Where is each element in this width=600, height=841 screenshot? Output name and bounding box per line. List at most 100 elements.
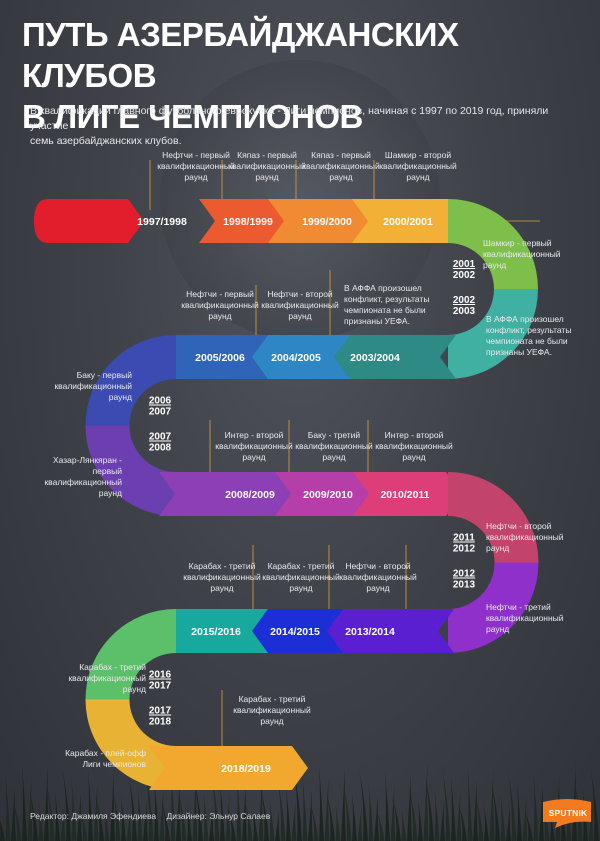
- title-line-1: ПУТЬ АЗЕРБАЙДЖАНСКИХ КЛУБОВ: [22, 16, 459, 94]
- note-line: раунд: [288, 311, 312, 321]
- grass-blade: [533, 772, 539, 841]
- sputnik-logo-text: SPUTNIK: [548, 808, 588, 818]
- grass-blade: [392, 797, 401, 841]
- grass-blade: [418, 799, 423, 841]
- note-line: Баку - третий: [307, 430, 361, 440]
- note-line: квалификационный: [261, 300, 339, 310]
- season-label-7: 2004/2005: [271, 352, 321, 364]
- grass-blade: [187, 803, 192, 841]
- grass-blade: [423, 762, 429, 841]
- season-arrow-3: [352, 199, 464, 243]
- season-arrow-8: [160, 335, 268, 379]
- season-arrow-13: [353, 472, 462, 516]
- grass-blade: [161, 801, 170, 841]
- grass-blade: [194, 779, 203, 841]
- grass-blade: [590, 765, 599, 841]
- season-arrow-0: [34, 199, 144, 243]
- grass-blade: [260, 785, 269, 841]
- note-line: раунд: [208, 311, 232, 321]
- season-label-0: 1997/1998: [137, 216, 187, 228]
- grass-blade: [324, 778, 330, 841]
- grass-blade: [154, 775, 159, 841]
- grass-blade: [456, 790, 462, 841]
- grass-blade: [390, 784, 396, 841]
- grass-blade: [507, 770, 517, 841]
- grass-blade: [308, 789, 313, 841]
- note-line: раунд: [210, 583, 234, 593]
- grass-blade: [253, 809, 258, 841]
- note-line: Нефтчи - второй: [345, 561, 411, 571]
- note-line: раунд: [242, 452, 266, 462]
- season-arrow-1: [199, 199, 298, 243]
- note-line: Кяпаз - первый: [311, 150, 371, 160]
- note-line: Кяпаз - первый: [237, 150, 297, 160]
- grass-blade: [293, 763, 302, 841]
- grass-blade: [286, 787, 291, 841]
- grass-blade: [434, 788, 440, 841]
- grass-blade: [220, 781, 225, 841]
- season-label-12: 2009/2010: [303, 489, 353, 501]
- grass-blade: [88, 769, 93, 841]
- grass-blade: [111, 784, 121, 841]
- season-label-21: 2018/2019: [221, 763, 271, 775]
- season-curve-5: [448, 289, 538, 379]
- grass-blade: [302, 776, 308, 841]
- grass-blade: [517, 783, 522, 841]
- note-line: раунд: [122, 684, 146, 694]
- note-line: раунд: [108, 392, 132, 402]
- note-line: В АФФА произошел: [344, 283, 422, 293]
- grass-blade: [524, 809, 533, 841]
- note-line: признаны УЕФА.: [344, 316, 410, 326]
- note-line: квалификационный: [215, 441, 293, 451]
- grass-blade: [467, 766, 473, 841]
- grass-blade: [425, 775, 434, 841]
- note-line: квалификационный: [262, 572, 340, 582]
- note-line: раунд: [486, 624, 510, 634]
- season-arrow-2: [268, 199, 382, 243]
- grass-blade: [203, 792, 209, 841]
- grass-blade: [143, 799, 148, 841]
- title-line-2: В ЛИГЕ ЧЕМПИОНОВ: [22, 98, 363, 135]
- designer-credit: Дизайнер: Эльнур Салаев: [166, 811, 271, 821]
- grass-blade: [11, 787, 16, 841]
- intro-line-1: В квалификации главного футбольного евро…: [30, 105, 549, 132]
- grass-blade: [78, 806, 88, 841]
- grass-blade: [5, 774, 11, 841]
- editor-credit: Редактор: Джамиля Эфендиева: [30, 811, 157, 821]
- grass-blade: [29, 789, 38, 841]
- page-title: ПУТЬ АЗЕРБАЙДЖАНСКИХ КЛУБОВ В ЛИГЕ ЧЕМПИ…: [22, 14, 582, 137]
- season-label-16: 2013/2014: [345, 626, 395, 638]
- note-line: раунд: [366, 583, 390, 593]
- grass-blade: [27, 776, 33, 841]
- season-arrow-16: [313, 609, 454, 653]
- season-curve-15: [448, 562, 539, 653]
- grass-blade: [269, 798, 275, 841]
- season-curve-20: [85, 699, 176, 790]
- season-curve-4: [448, 199, 538, 289]
- note-line: Хазар-Лянкяран -: [52, 455, 122, 465]
- grass-blade: [128, 773, 137, 841]
- season-arrow-11: [159, 472, 305, 516]
- grass-blade: [458, 803, 467, 841]
- season-curve-14: [448, 472, 539, 563]
- grass-blade: [500, 794, 506, 841]
- note-line: квалификационный: [181, 300, 259, 310]
- grass-blade: [44, 765, 49, 841]
- note-line: раунд: [486, 543, 510, 553]
- grass-blade: [60, 804, 66, 841]
- grass-blade: [335, 804, 341, 841]
- grass-decoration: [0, 762, 600, 841]
- note-line: Интер - второй: [224, 430, 284, 440]
- grass-blade: [227, 807, 236, 841]
- grass-blade: [309, 802, 319, 841]
